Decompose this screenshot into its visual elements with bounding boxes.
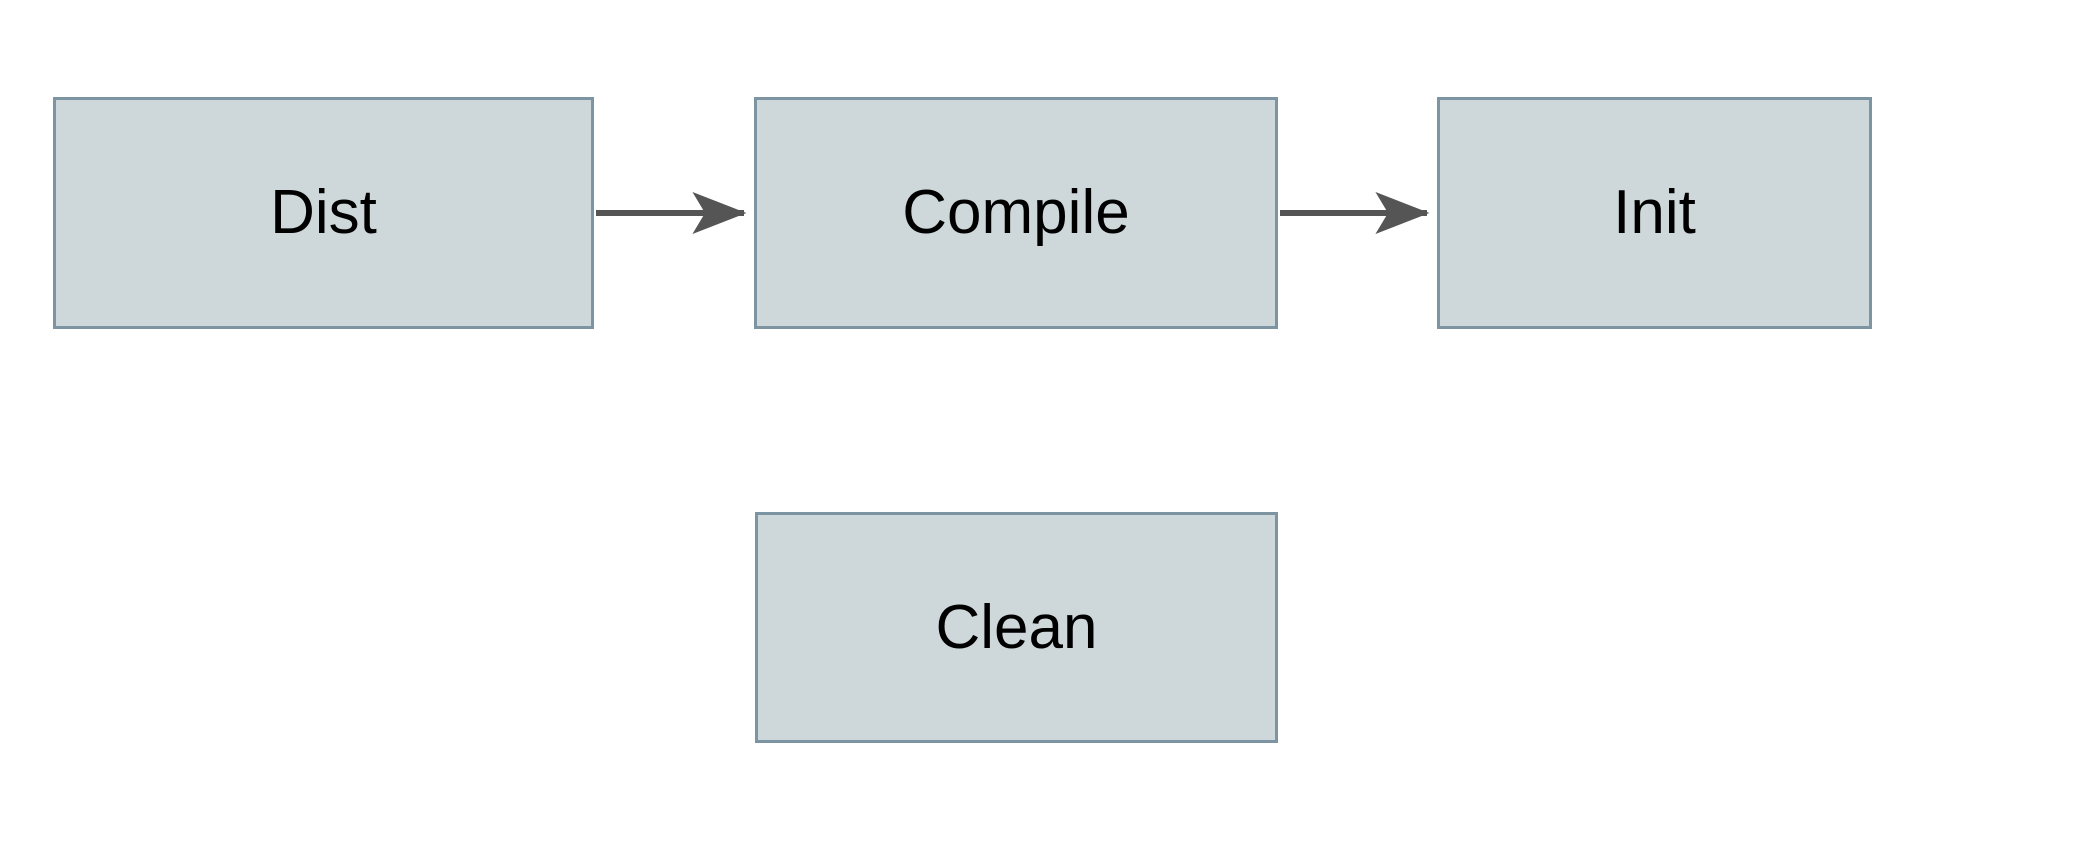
node-clean[interactable]: Clean — [755, 512, 1278, 743]
node-init[interactable]: Init — [1437, 97, 1872, 329]
node-compile[interactable]: Compile — [754, 97, 1278, 329]
node-dist[interactable]: Dist — [53, 97, 594, 329]
node-compile-label: Compile — [902, 178, 1130, 247]
node-clean-label: Clean — [935, 592, 1098, 662]
node-dist-label: Dist — [270, 178, 377, 247]
node-init-label: Init — [1613, 178, 1696, 247]
